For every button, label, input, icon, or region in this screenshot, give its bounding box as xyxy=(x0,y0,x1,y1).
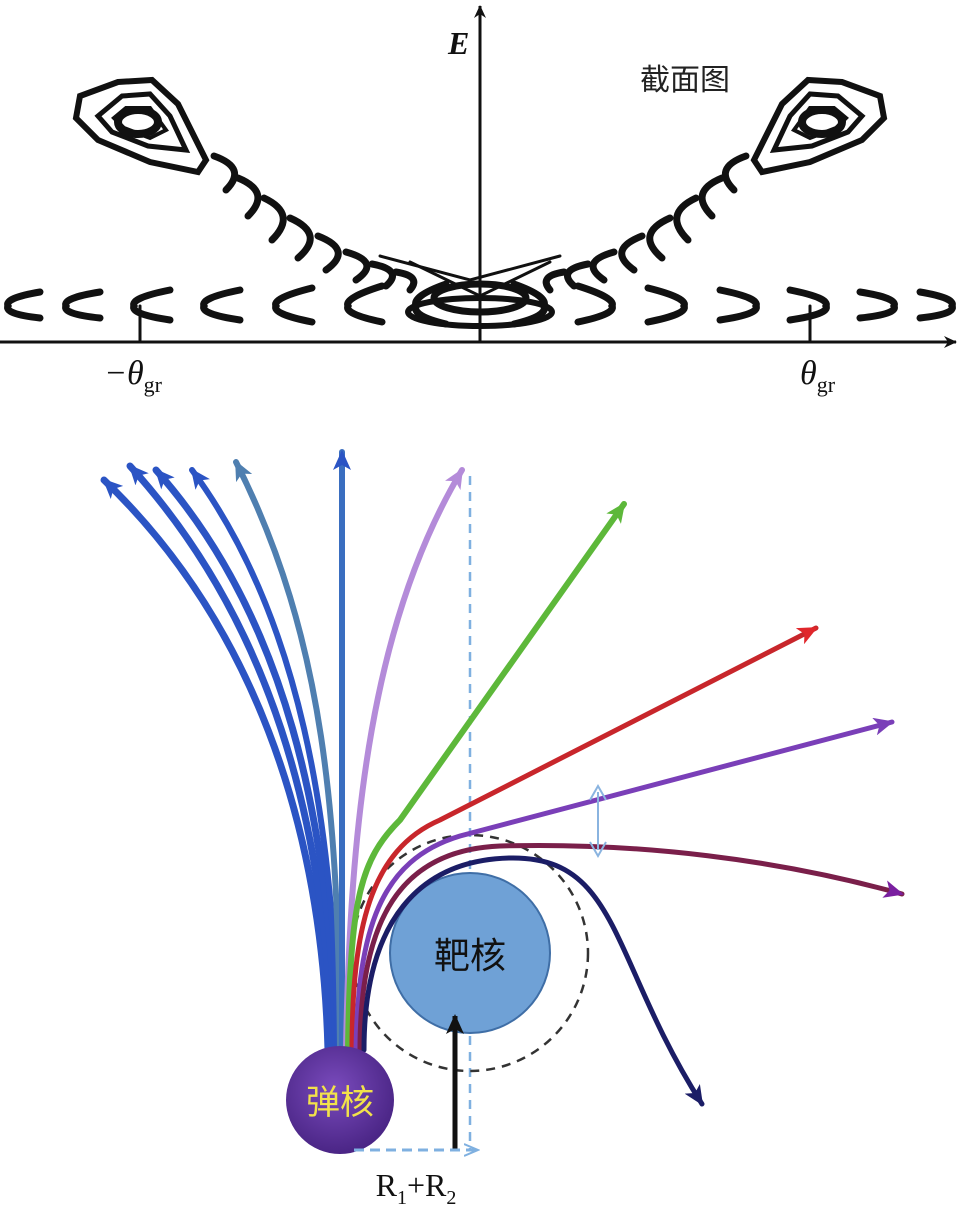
contour-rings xyxy=(4,76,956,342)
cross-section-panel: E 截面图 −θgr θgr xyxy=(0,5,957,397)
trajectory-blue-3 xyxy=(152,466,340,1054)
neg-theta-label: −θgr xyxy=(104,355,163,397)
trajectory-panel: 靶核 弹核 R1+R2 xyxy=(100,449,905,1209)
target-nucleus-label: 靶核 xyxy=(434,936,506,977)
trajectory-navy xyxy=(361,855,705,1107)
trajectories xyxy=(100,449,905,1107)
trajectory-violet xyxy=(353,717,895,1053)
trajectory-blue-4 xyxy=(189,467,341,1053)
left-horizontal-ridge xyxy=(4,280,450,328)
right-ridge-chevrons xyxy=(542,152,750,294)
left-ridge-chevrons xyxy=(210,152,418,294)
cross-section-caption: 截面图 xyxy=(640,63,730,98)
trajectory-maroon xyxy=(357,842,905,1053)
spacing-indicator xyxy=(589,783,607,859)
trajectory-blue-2 xyxy=(126,462,336,1054)
trajectory-blue-1 xyxy=(100,476,332,1054)
trajectory-steel xyxy=(233,459,343,1053)
projectile-nucleus-label: 弹核 xyxy=(306,1083,374,1123)
right-horizontal-ridge xyxy=(510,280,956,328)
trajectory-red xyxy=(349,625,819,1053)
target-nucleus xyxy=(389,872,551,1034)
projectile-nucleus xyxy=(286,1046,394,1154)
right-peak-loop xyxy=(750,76,888,176)
left-peak-loop xyxy=(72,76,210,176)
trajectory-green xyxy=(345,501,627,1053)
distance-label: R1+R2 xyxy=(376,1167,457,1209)
energy-axis-label: E xyxy=(447,25,469,61)
pos-theta-label: θgr xyxy=(800,355,836,397)
